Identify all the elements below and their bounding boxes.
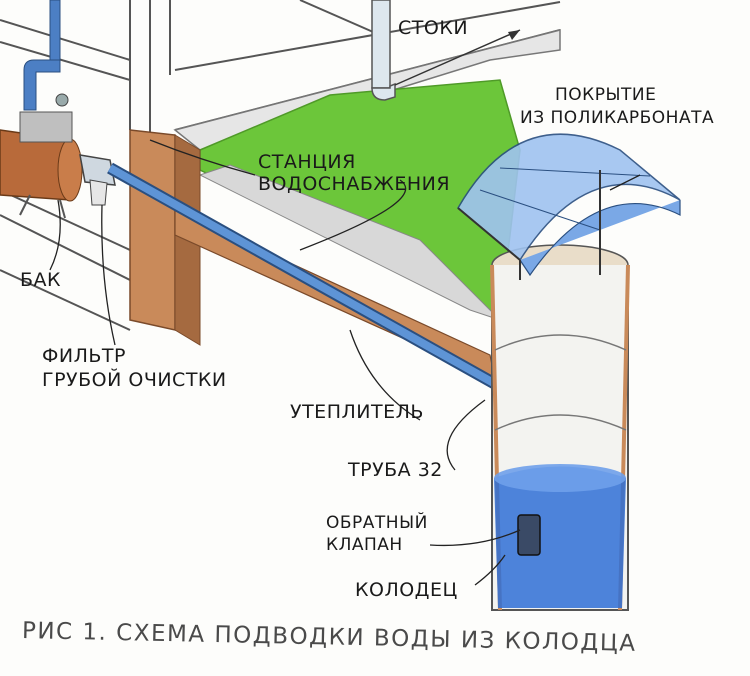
label-canopy-line2: ИЗ ПОЛИКАРБОНАТА xyxy=(520,108,715,128)
label-drains: СТОКИ xyxy=(398,17,469,39)
tank xyxy=(0,111,83,219)
label-filter-line1: ФИЛЬТР xyxy=(42,345,126,367)
label-tank: БАК xyxy=(20,269,62,291)
label-canopy-line1: ПОКРЫТИЕ xyxy=(555,85,657,105)
vertical-supply-pipe xyxy=(23,0,69,111)
polycarbonate-canopy xyxy=(457,133,681,280)
label-station-line1: СТАНЦИЯ xyxy=(258,151,356,173)
brick-wall xyxy=(129,129,176,331)
label-filter-line2: ГРУБОЙ ОЧИСТКИ xyxy=(42,369,227,391)
label-insulation: УТЕПЛИТЕЛЬ xyxy=(290,401,424,423)
label-pipe-32: ТРУБА 32 xyxy=(348,459,443,481)
check-valve xyxy=(517,514,541,556)
label-valve-line2: КЛАПАН xyxy=(326,535,403,555)
well-water xyxy=(494,466,626,608)
leader-lines xyxy=(49,139,641,586)
coarse-filter xyxy=(79,154,116,206)
label-well: КОЛОДЕЦ xyxy=(355,579,458,601)
well-shaft xyxy=(490,244,630,611)
drain-pipe xyxy=(371,0,396,101)
label-valve-line1: ОБРАТНЫЙ xyxy=(326,513,428,533)
label-station-line2: ВОДОСНАБЖЕНИЯ xyxy=(258,173,451,195)
